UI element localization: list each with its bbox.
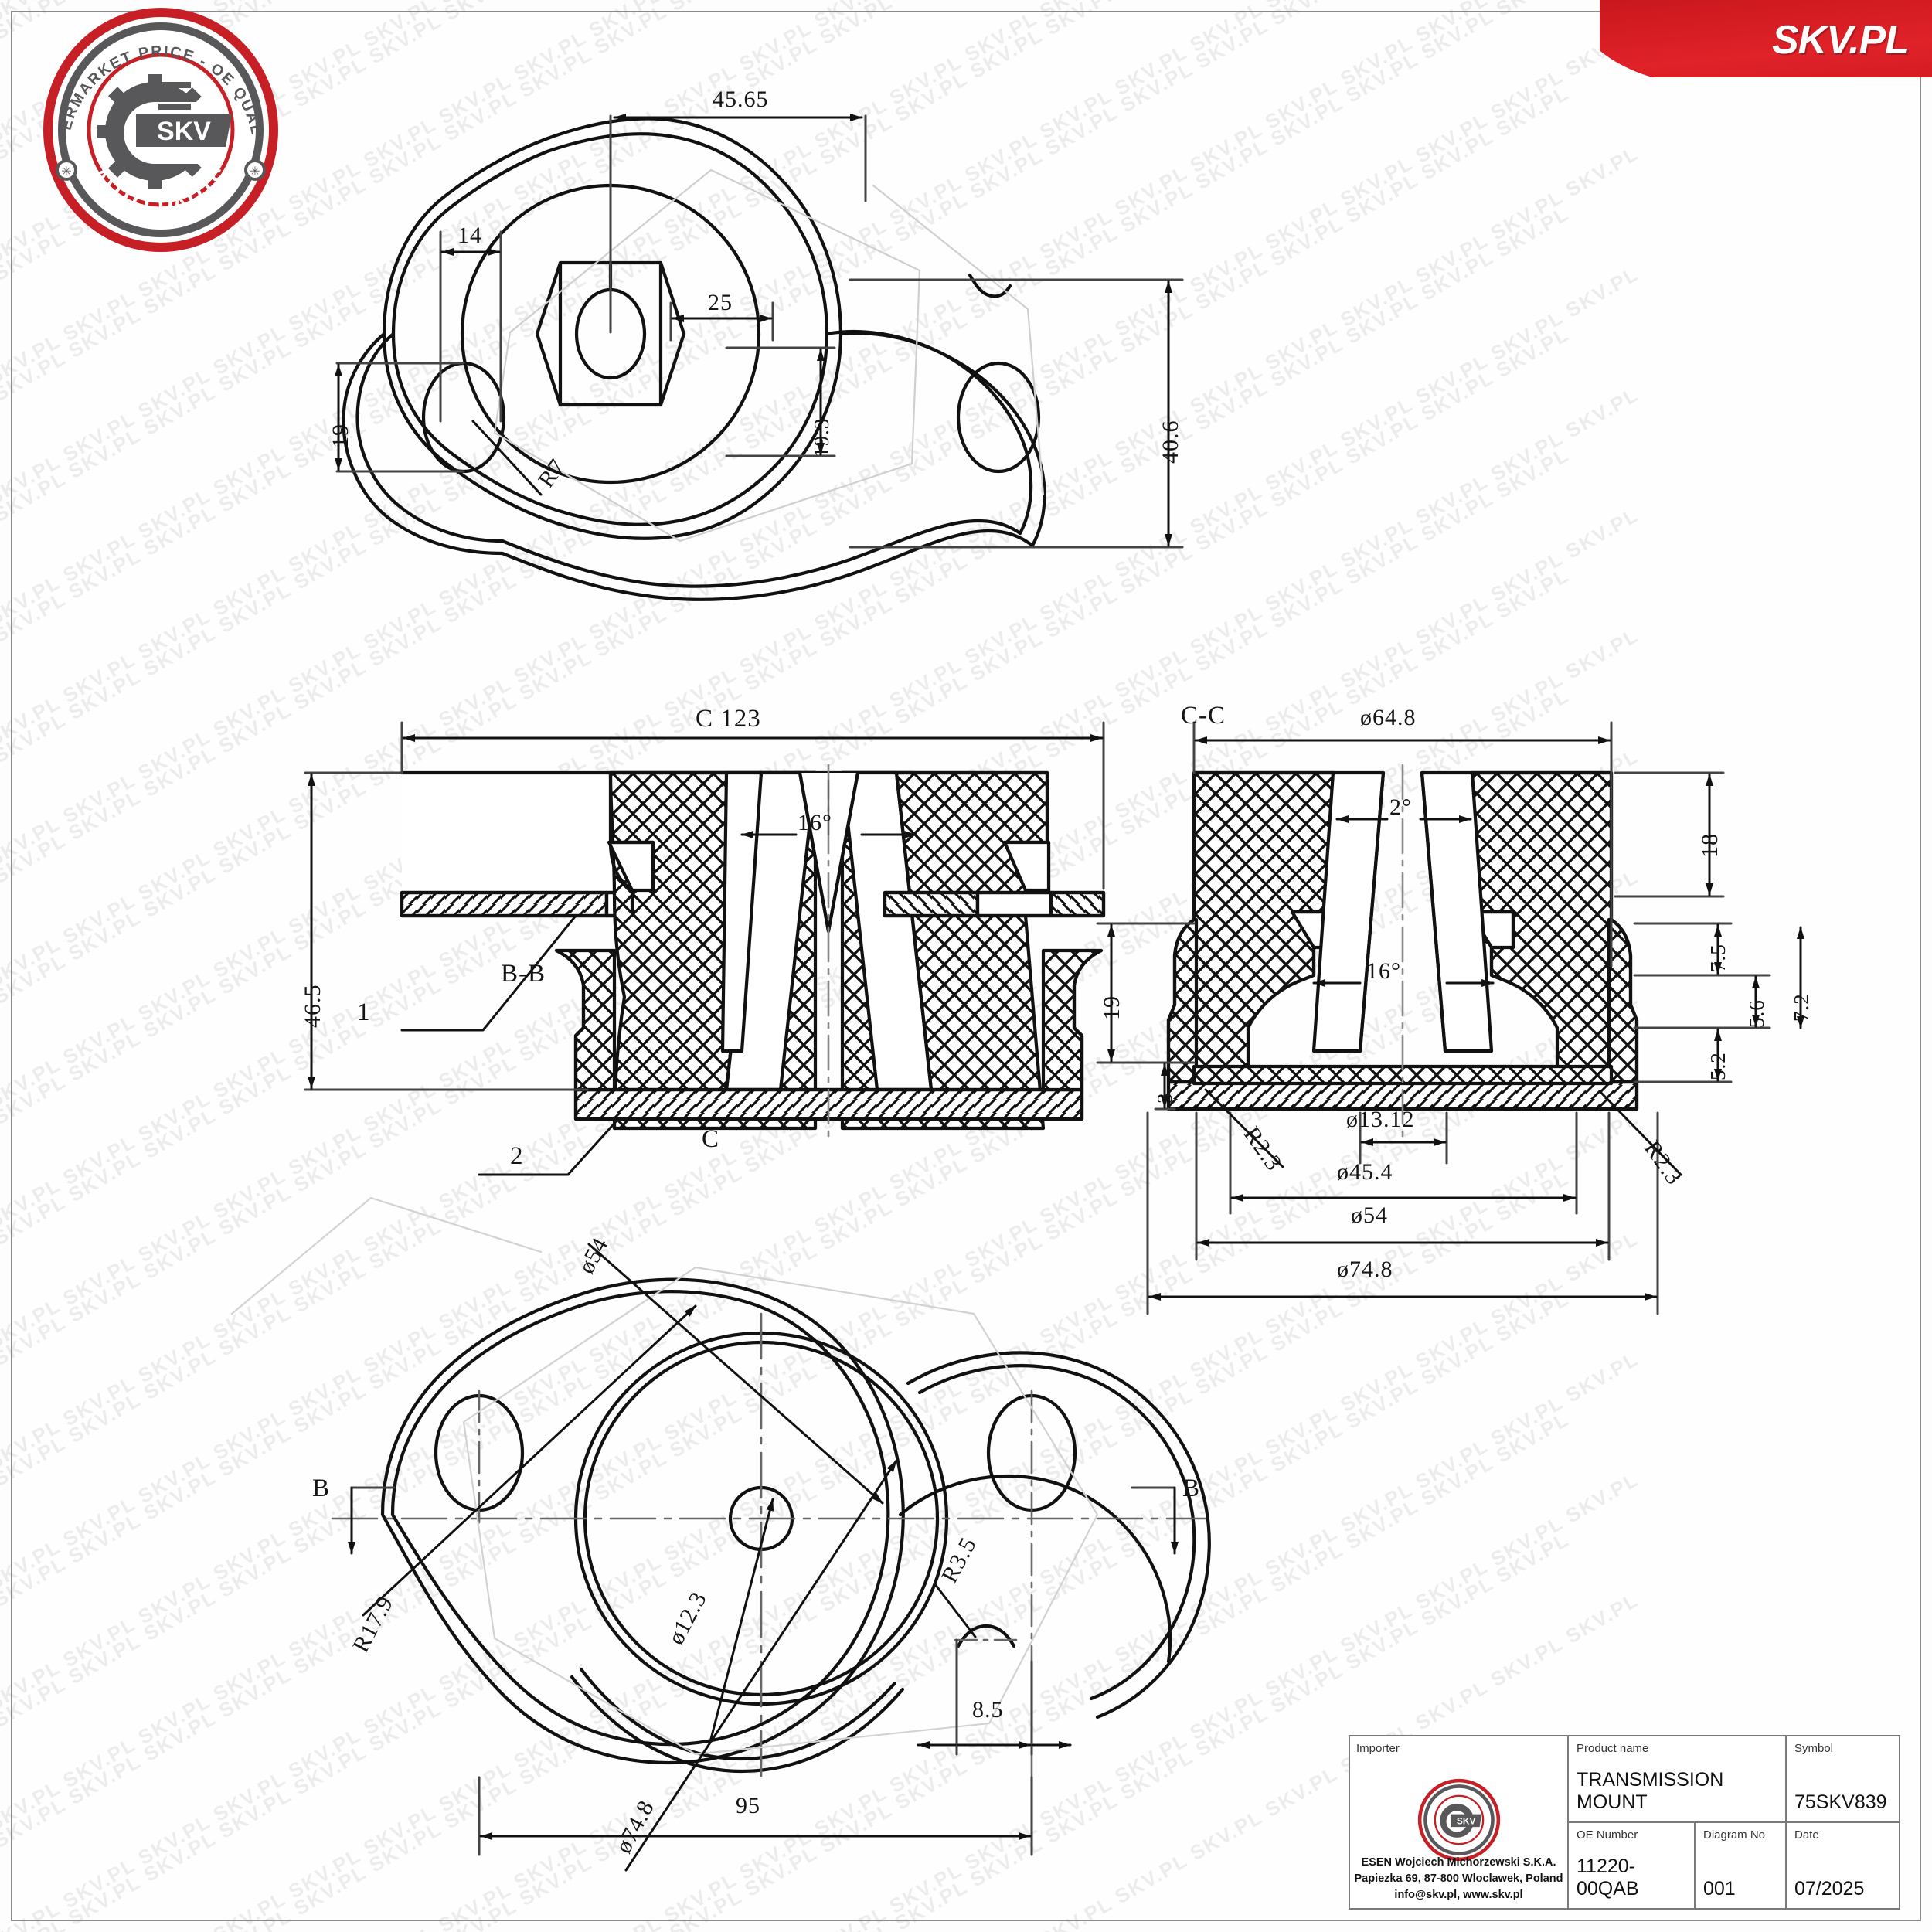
date-value: 07/2025 bbox=[1794, 1878, 1865, 1900]
dim-bb-height: 46.5 bbox=[300, 984, 325, 1029]
diagram-no-value: 001 bbox=[1703, 1878, 1736, 1900]
title-block-row-top: Product name TRANSMISSION MOUNT Symbol 7… bbox=[1569, 1736, 1899, 1823]
oe-number-value: 11220-00QAB bbox=[1577, 1855, 1639, 1900]
symbol-value: 75SKV839 bbox=[1794, 1791, 1887, 1813]
svg-text:✳: ✳ bbox=[61, 165, 71, 179]
dim-cc-dia-outer: ø74.8 bbox=[1337, 1257, 1393, 1282]
dim-hub-width: 25 bbox=[708, 290, 733, 315]
banner-shape bbox=[1600, 0, 1932, 77]
seal-center-text: SKV bbox=[157, 117, 211, 146]
diagram-no-cell: Diagram No 001 bbox=[1696, 1823, 1787, 1908]
title-block-importer-cell: Importer SKV ESEN Wojciech Michorzewski … bbox=[1350, 1736, 1569, 1908]
importer-contact: info@skv.pl, www.skv.pl bbox=[1394, 1888, 1523, 1901]
dim-cc-height-d: 5.2 bbox=[1706, 1052, 1730, 1080]
date-label: Date bbox=[1794, 1828, 1819, 1842]
dim-cc-height-top: 18 bbox=[1697, 833, 1723, 858]
dim-cc-dia-inner: ø45.4 bbox=[1337, 1159, 1393, 1185]
dim-cc-taper-mid: 16° bbox=[1366, 958, 1401, 984]
dim-top-width: 45.65 bbox=[713, 87, 769, 112]
svg-text:✳: ✳ bbox=[250, 165, 260, 179]
section-label-cc: C-C bbox=[1181, 702, 1226, 730]
dim-hub-height: 19.3 bbox=[810, 417, 833, 457]
oe-number-label: OE Number bbox=[1577, 1828, 1638, 1842]
importer-address: Papiezka 69, 87-800 Wloclawek, Poland bbox=[1354, 1872, 1563, 1885]
dim-slot-width: 14 bbox=[457, 223, 482, 248]
section-label-bb: B-B bbox=[501, 960, 546, 988]
product-name-cell: Product name TRANSMISSION MOUNT bbox=[1569, 1736, 1787, 1821]
dim-bv-hole-spacing: 95 bbox=[736, 1793, 760, 1818]
dim-body-height: 40.6 bbox=[1158, 420, 1183, 464]
dim-bb-length: C 123 bbox=[696, 705, 761, 733]
dim-cc-flange-height: 19 bbox=[1099, 995, 1124, 1020]
dim-cc-bore: ø13.12 bbox=[1346, 1107, 1415, 1132]
title-block-logo-text: SKV bbox=[1456, 1816, 1475, 1827]
importer-company: ESEN Wojciech Michorzewski S.K.A. bbox=[1361, 1855, 1556, 1869]
skv-banner: SKV.PL bbox=[1600, 0, 1932, 77]
dim-bv-notch-offset: 8.5 bbox=[972, 1697, 1004, 1723]
title-block: Importer SKV ESEN Wojciech Michorzewski … bbox=[1349, 1735, 1900, 1910]
importer-label: Importer bbox=[1356, 1742, 1400, 1755]
oe-number-cell: OE Number 11220-00QAB bbox=[1569, 1823, 1696, 1908]
dim-cc-height-b: 7.2 bbox=[1790, 993, 1813, 1022]
dim-cc-outer-dia: ø64.8 bbox=[1360, 705, 1417, 730]
title-block-fields: Product name TRANSMISSION MOUNT Symbol 7… bbox=[1569, 1736, 1899, 1908]
balloon-1: 1 bbox=[357, 998, 371, 1026]
section-mark-b-left: B bbox=[312, 1475, 331, 1502]
section-mark-b-right: B bbox=[1182, 1475, 1201, 1502]
product-name-value: TRANSMISSION MOUNT bbox=[1577, 1769, 1724, 1813]
dim-cc-taper-top: 2° bbox=[1389, 794, 1412, 820]
banner-brand-text: SKV.PL bbox=[1771, 18, 1910, 63]
skv-seal-logo: SKV AFTERMARKET PRICE - OE QUALITY AUTO … bbox=[37, 0, 278, 252]
product-name-label: Product name bbox=[1577, 1742, 1649, 1755]
diagram-no-label: Diagram No bbox=[1703, 1828, 1766, 1842]
dim-cc-height-c: 5.6 bbox=[1745, 999, 1768, 1028]
dim-cc-base-thk: 3 bbox=[1153, 1092, 1176, 1104]
title-block-seal-logo: SKV bbox=[1417, 1778, 1500, 1862]
date-cell: Date 07/2025 bbox=[1787, 1823, 1899, 1908]
balloon-2: 2 bbox=[510, 1142, 524, 1170]
dim-bb-cone-angle: 16° bbox=[798, 810, 832, 835]
seal-gear-icon: SKV bbox=[97, 74, 232, 189]
title-block-row-bottom: OE Number 11220-00QAB Diagram No 001 Dat… bbox=[1569, 1823, 1899, 1908]
symbol-cell: Symbol 75SKV839 bbox=[1787, 1736, 1899, 1821]
dim-cc-dia-mid: ø54 bbox=[1351, 1202, 1388, 1228]
importer-address-block: ESEN Wojciech Michorzewski S.K.A. Papiez… bbox=[1350, 1855, 1567, 1903]
symbol-label: Symbol bbox=[1794, 1742, 1834, 1755]
seal-star-icons: ✳ ✳ bbox=[56, 159, 266, 181]
dim-cc-height-a: 7.5 bbox=[1706, 944, 1730, 972]
dim-slot-height: 19 bbox=[328, 423, 353, 448]
section-mark-c: C bbox=[702, 1125, 720, 1153]
